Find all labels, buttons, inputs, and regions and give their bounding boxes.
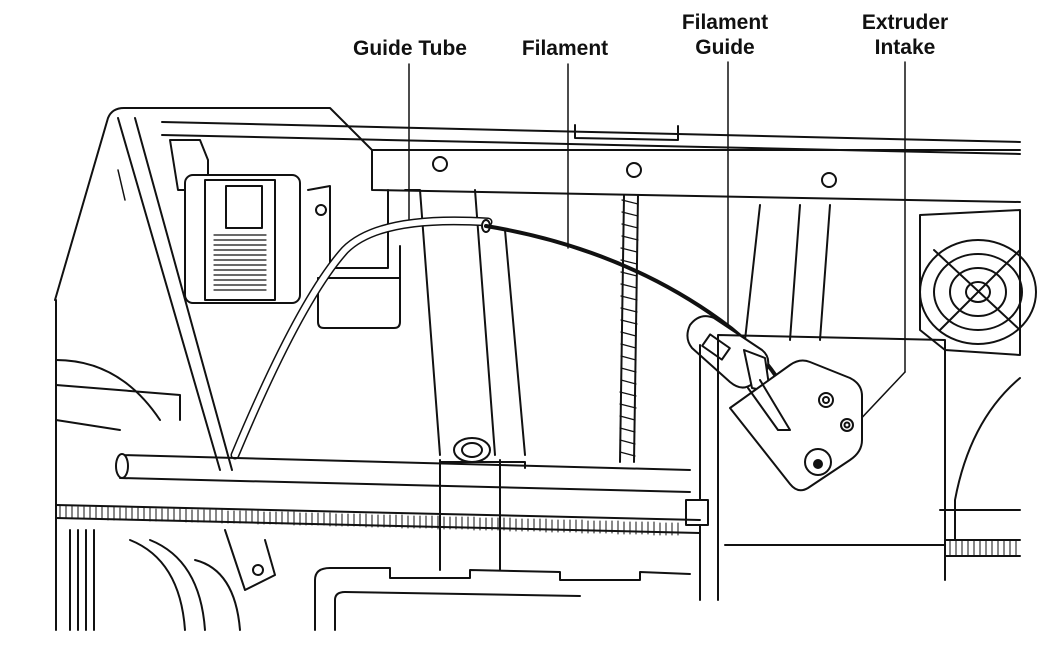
extruder-intake-label: Extruder Intake — [840, 10, 970, 60]
filament-guide — [686, 315, 771, 393]
fan-grille — [919, 209, 1037, 356]
filament-guide-label-line1: Filament — [681, 11, 769, 34]
stepper-motor — [184, 174, 301, 304]
mount-hole-3 — [821, 172, 837, 188]
mount-hole-1 — [432, 156, 448, 172]
filament-label: Filament — [521, 37, 609, 60]
left-spool — [55, 359, 276, 631]
x-axis-rod — [115, 453, 709, 526]
timing-belt — [55, 504, 1021, 557]
guide-tube-holder — [307, 185, 401, 329]
right-housing — [939, 377, 1021, 541]
guide-tube — [230, 216, 493, 460]
extruder-plate — [729, 359, 863, 492]
vertical-rods — [404, 189, 831, 463]
extruder-intake-label-line2: Intake — [874, 36, 936, 59]
guide-tube-label: Guide Tube — [353, 37, 467, 60]
build-platform — [314, 459, 691, 631]
filament-guide-label: Filament Guide — [660, 10, 790, 60]
extruder-block — [699, 334, 946, 601]
filament-guide-label-line2: Guide — [695, 36, 755, 59]
left-housing — [54, 107, 1021, 631]
mount-hole-2 — [626, 162, 642, 178]
top-frame — [161, 121, 1021, 203]
extruder-intake-hole — [804, 448, 832, 476]
lead-screw — [619, 194, 639, 463]
extruder-intake-label-line1: Extruder — [861, 11, 949, 34]
